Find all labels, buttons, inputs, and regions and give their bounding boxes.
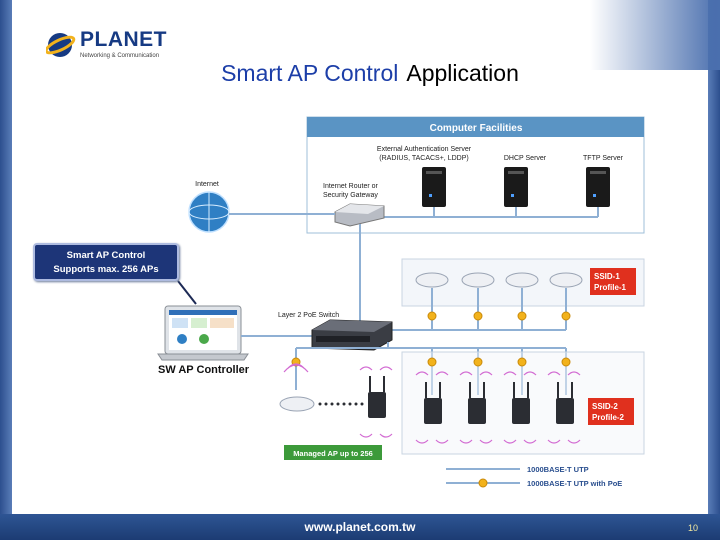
- laptop-icon: [157, 305, 249, 361]
- dhcp-server-label: DHCP Server: [504, 155, 547, 162]
- internet-label: Internet: [195, 181, 219, 188]
- logo-wordmark: PLANET: [80, 28, 167, 51]
- legend-utp-label: 1000BASE-T UTP: [527, 465, 589, 474]
- ellipsis-dots: [318, 402, 364, 406]
- auth-server-label-1: External Authentication Server: [377, 146, 472, 153]
- title-rest: Application: [406, 60, 519, 86]
- logo-tagline: Networking & Communication: [80, 53, 160, 59]
- legend-poe-marker: [478, 478, 488, 488]
- tftp-server-label: TFTP Server: [583, 155, 624, 162]
- callout-line-1: Smart AP Control: [66, 250, 146, 261]
- internet-globe-icon: [188, 191, 230, 233]
- ceiling-ap-icons: [415, 272, 583, 288]
- ssid1-label-1: SSID-1: [594, 272, 620, 281]
- ssid2-label-2: Profile-2: [592, 413, 625, 422]
- callout-pointer: [177, 280, 197, 305]
- facilities-header-bar: [307, 117, 644, 137]
- ssid1-poe-markers: [427, 311, 571, 321]
- ssid1-badge: [590, 268, 636, 295]
- smart-ap-callout: Smart AP Control Supports max. 256 APs: [33, 243, 179, 281]
- frame-left: [0, 0, 12, 540]
- managed-ap-label: Managed AP up to 256: [293, 449, 373, 458]
- page-number: 10: [687, 523, 698, 533]
- footer-url: www.planet.com.tw: [304, 520, 416, 534]
- controller-label: SW AP Controller: [158, 364, 250, 376]
- slide-title: Smart AP Control Application: [0, 60, 720, 87]
- footer-bar: www.planet.com.tw 10: [0, 514, 720, 540]
- ssid1-label-2: Profile-1: [594, 283, 627, 292]
- wifi-signal-icons: [283, 363, 581, 444]
- callout-line-2: Supports max. 256 APs: [53, 264, 159, 275]
- tftp-server-icon: [586, 167, 610, 207]
- ssid2-badge: [588, 398, 634, 425]
- facilities-header: Computer Facilities: [430, 123, 523, 134]
- legend-poe-label: 1000BASE-T UTP with PoE: [527, 479, 622, 488]
- router-icon: [334, 203, 385, 227]
- planet-globe-icon: [44, 33, 76, 57]
- switch-label: Layer 2 PoE Switch: [278, 312, 339, 319]
- planet-logo: PLANET Networking & Communication: [44, 28, 167, 68]
- ssid1-links: [388, 288, 567, 331]
- poe-switch-icon: [311, 319, 393, 351]
- ssid2-label-1: SSID-2: [592, 402, 618, 411]
- frame-right: [708, 0, 720, 540]
- title-highlight: Smart AP Control: [221, 60, 399, 86]
- frame-top-decoration: [590, 0, 720, 70]
- outdoor-ap-icons: [368, 376, 574, 424]
- router-label-1: Internet Router or: [323, 183, 379, 190]
- server-links: [382, 207, 599, 218]
- router-label-2: Security Gateway: [323, 192, 378, 199]
- auth-server-icon: [422, 167, 446, 207]
- standalone-ceiling-ap-icon: [279, 396, 315, 412]
- dhcp-server-icon: [504, 167, 528, 207]
- ssid2-poe-markers: [291, 357, 571, 367]
- managed-ap-badge: [284, 445, 382, 460]
- auth-server-label-2: (RADIUS, TACACS+, LDDP): [379, 155, 468, 162]
